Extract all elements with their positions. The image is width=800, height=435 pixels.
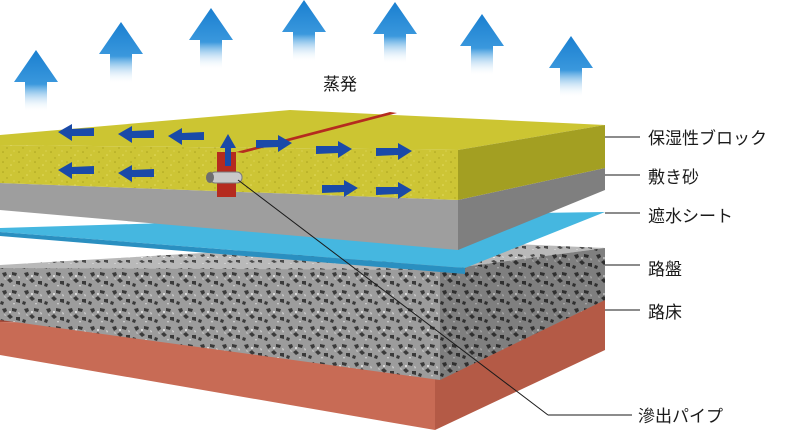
left-arrow-icon: [118, 126, 154, 143]
up-arrow-icon: [460, 14, 504, 76]
right-arrow-icon: [376, 143, 412, 160]
up-arrow-icon: [220, 134, 236, 166]
exudation-pipe: [206, 171, 632, 416]
base-side: [440, 248, 605, 380]
label-waterproof-sheet: 遮水シート: [648, 207, 733, 227]
block-top: [0, 110, 605, 150]
label-exudation-pipe: 滲出パイプ: [638, 407, 723, 427]
right-arrow-icon: [316, 141, 352, 158]
up-arrow-icon: [282, 0, 326, 62]
up-arrow-icon: [14, 50, 58, 112]
label-base-course: 路盤: [648, 260, 682, 280]
evaporation-arrows: [14, 0, 593, 112]
left-arrow-icon: [58, 162, 94, 179]
up-arrow-icon: [99, 22, 143, 84]
up-arrow-icon: [373, 2, 417, 64]
pipe-leader-line: [237, 179, 549, 416]
evaporation-label: 蒸発: [323, 75, 357, 95]
label-water-retentive-block: 保湿性ブロック: [648, 129, 767, 149]
right-arrow-icon: [256, 135, 292, 152]
sand-front: [0, 183, 458, 250]
up-arrow-icon: [549, 36, 593, 98]
water-flow-arrows: [58, 124, 412, 199]
left-arrow-icon: [58, 124, 94, 141]
label-bedding-sand: 敷き砂: [648, 168, 699, 188]
leader-lines: [605, 136, 640, 311]
left-arrow-icon: [118, 165, 154, 182]
left-arrow-icon: [168, 128, 204, 145]
sand-side: [458, 168, 605, 250]
layer-sand: [0, 168, 605, 250]
block-side: [458, 125, 605, 200]
label-subgrade: 路床: [648, 303, 682, 323]
right-arrow-icon: [322, 180, 358, 197]
right-arrow-icon: [376, 182, 412, 199]
up-arrow-icon: [189, 8, 233, 70]
base-front: [0, 268, 440, 380]
